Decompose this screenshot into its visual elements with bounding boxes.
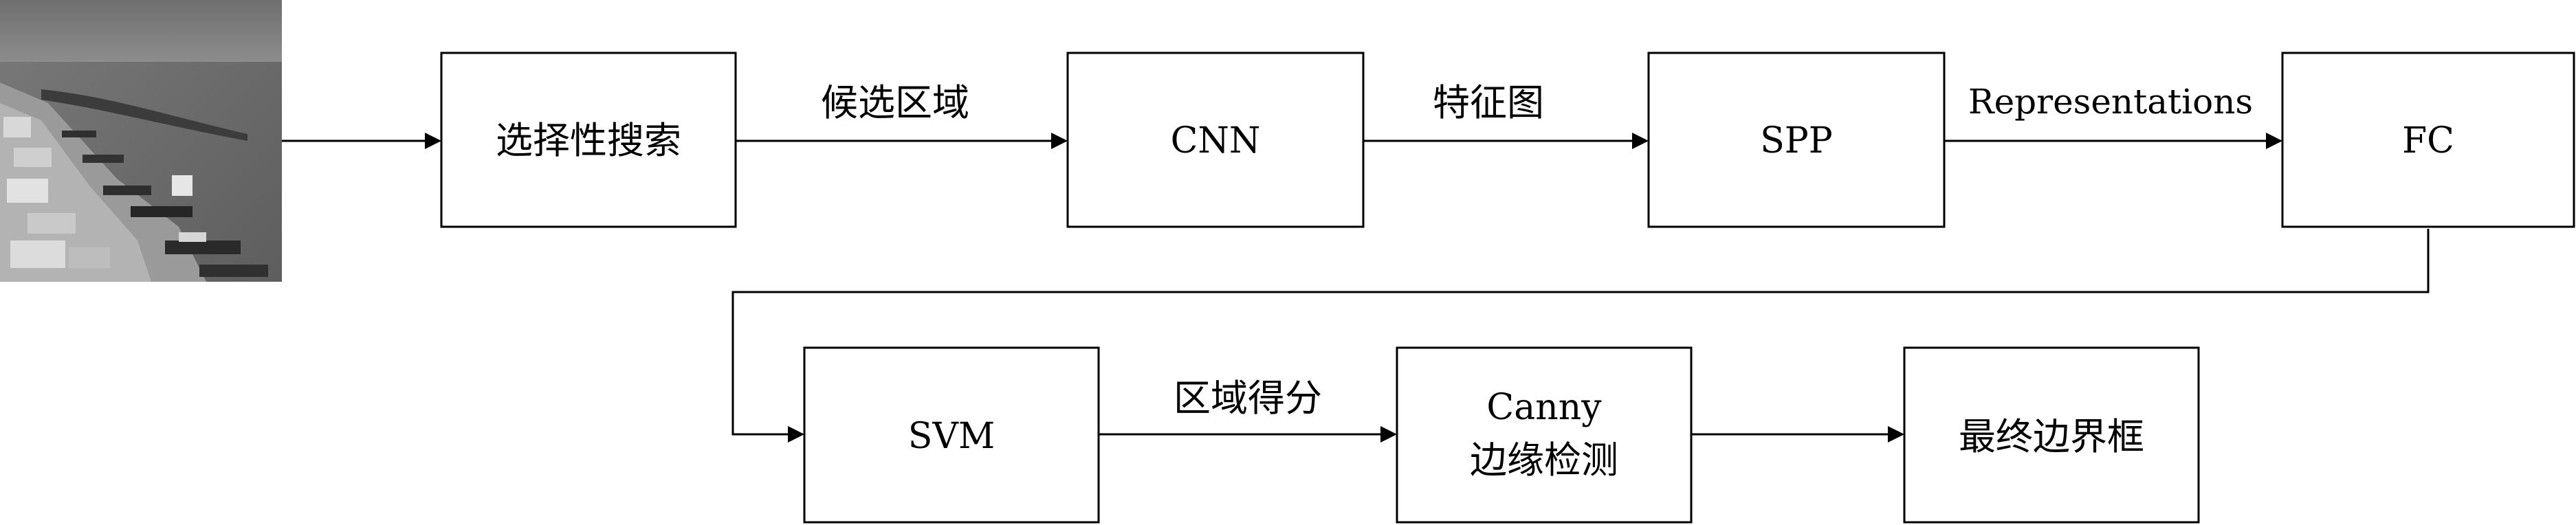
node-final-bounding-box: 最终边界框: [1903, 346, 2200, 524]
edge-label-feature-map: 特征图: [1433, 81, 1544, 124]
node-selective-search-label: 选择性搜索: [496, 119, 681, 162]
edge-canny-to-final: [1691, 426, 1904, 443]
node-canny-label-line2: 边缘检测: [1470, 438, 1618, 482]
node-spp-label: SPP: [1760, 120, 1833, 161]
edge-search-to-cnn: [736, 133, 1068, 149]
node-canny: Canny 边缘检测: [1396, 346, 1693, 524]
node-cnn: CNN: [1066, 52, 1365, 228]
node-spp: SPP: [1647, 52, 1946, 228]
edge-cnn-to-spp: [1363, 133, 1649, 149]
node-cnn-label: CNN: [1171, 120, 1261, 161]
input-harbor-image: [0, 0, 282, 282]
node-svm-label: SVM: [908, 416, 995, 457]
node-canny-label-line1: Canny: [1486, 387, 1602, 428]
edge-spp-to-fc: [1944, 133, 2282, 149]
edge-label-representations: Representations: [1968, 82, 2253, 122]
edge-label-region-score: 区域得分: [1174, 377, 1322, 420]
edge-fc-to-svm: [731, 229, 2430, 443]
edge-svm-to-canny: [1099, 426, 1397, 443]
edge-label-candidate-regions: 候选区域: [821, 81, 969, 124]
node-fc: FC: [2281, 52, 2575, 228]
node-svm: SVM: [803, 346, 1100, 524]
node-selective-search: 选择性搜索: [440, 52, 737, 228]
node-final-bounding-box-label: 最终边界框: [1959, 415, 2144, 458]
node-fc-label: FC: [2402, 120, 2454, 161]
edge-image-to-search: [282, 133, 441, 149]
